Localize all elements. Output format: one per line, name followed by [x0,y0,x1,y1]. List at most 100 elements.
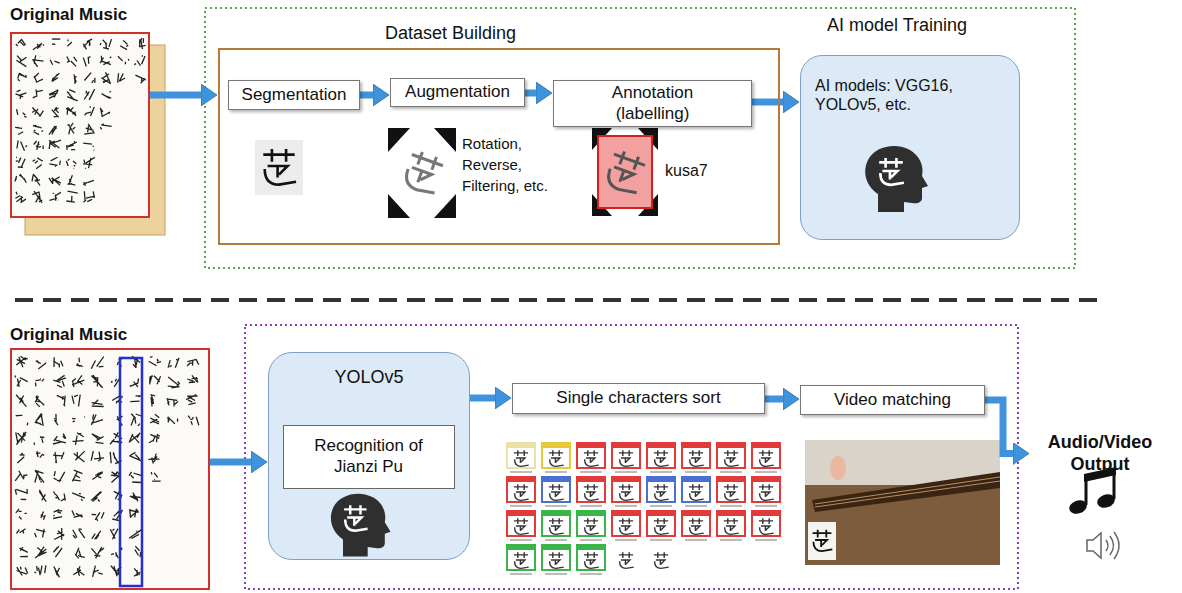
process-box: Recognition of Jianzi Pu [283,425,455,489]
thumbnail-character [689,518,704,534]
thumbnail-frame [717,443,745,468]
thumbnail-caption [650,471,672,473]
box-label: Single characters sort [556,388,720,408]
thumbnail-band [577,477,605,482]
thumbnail-caption [615,505,637,507]
audio-icon [1067,467,1119,559]
thumbnail-caption [615,471,637,473]
thumbnail-caption [510,573,532,575]
thumbnail-character [514,518,529,534]
thumbnail-character [549,450,564,466]
thumbnail-band [717,511,745,516]
score-frame: Original Music [10,348,210,590]
head-character [344,505,367,530]
thumbnail-band [612,511,640,516]
thumbnail-caption [580,505,602,507]
thumbnail-character [619,484,634,500]
thumbnail-frame [577,545,605,570]
annotated-character [592,128,658,216]
thumbnail-character [549,484,564,500]
thumbnail-character [619,450,634,466]
annotation-note: kusa7 [665,160,725,182]
player-hand [830,456,846,480]
thumbnail-caption [510,505,532,507]
flow-arrow [360,92,373,99]
box-label: Annotation (labelling) [598,83,708,124]
thumbnail-caption [650,505,672,507]
thumbnail-band [752,511,780,516]
box-label: Augmentation [405,82,510,102]
thumbnail-band [682,511,710,516]
thumbnail-frame [717,477,745,502]
thumbnail-frame [577,511,605,536]
character-card [808,522,836,560]
flow-arrow [470,395,495,402]
thumbnail-band [577,443,605,448]
box-heading: Original Music [10,5,127,25]
box-heading: Dataset Building [385,23,516,45]
thumbnail-frame [507,545,535,570]
thumbnail-character [689,450,704,466]
score-image [10,348,210,590]
flow-arrow [985,400,1013,454]
thumbnail-frame [647,511,675,536]
score-image [10,32,165,235]
box-heading: Original Music [10,325,127,345]
thumbnail-caption [755,505,777,507]
score-page [10,348,210,590]
thumbnail-caption [580,539,602,541]
section-separator [15,298,1100,302]
character-strokes [401,149,446,196]
thumbnail-band [647,511,675,516]
flow-arrow [210,459,251,466]
thumbnail-frame [542,443,570,468]
box-label: Recognition of Jianzi Pu [299,436,439,477]
thumbnail-frame [717,511,745,536]
thumbnail-frame [577,477,605,502]
thumbnail-caption [545,573,567,575]
model-box: AI model TrainingAI models: VGG16, YOLOv… [800,55,1020,240]
recognition-group-outline [245,325,1018,589]
thumbnail-frame [682,477,710,502]
thumbnail-frame [612,477,640,502]
thumbnail-band [717,443,745,448]
flow-arrow [525,90,536,97]
thumbnail-character [549,518,564,534]
thumbnail-character [689,484,704,500]
head-silhouette [865,146,928,212]
thumbnail-frame [507,477,535,502]
thumbnail-caption [720,505,742,507]
thumbnail-frame [542,511,570,536]
thumbnail-band [542,477,570,482]
thumbnail-character [514,450,529,466]
thumbnail-caption [510,471,532,473]
thumbnail-band [542,545,570,550]
box-heading: AI model Training [827,15,967,37]
thumbnail-caption [545,539,567,541]
thumbnail-character [584,518,599,534]
character-strokes [813,530,833,551]
thumbnail-frame [612,511,640,536]
thumbnail-caption [510,539,532,541]
highlight-column [120,358,142,586]
thumbnail-character [549,552,564,568]
dataset-group-outline [205,8,1075,268]
thumbnail-band [717,477,745,482]
thumbnail-frame [752,511,780,536]
thumbnail-character [724,484,739,500]
thumbnail-band [647,443,675,448]
thumbnail-frame [647,443,675,468]
thumbnail-character [619,518,634,534]
thumbnail-frame [542,477,570,502]
thumbnail-frame [542,545,570,570]
character-thumbnails [507,443,780,575]
score-characters [15,38,146,203]
thumbnail-caption [615,539,637,541]
segmented-character [255,140,303,195]
thumbnail-frame [577,443,605,468]
thumbnail-caption [650,539,672,541]
box-label: Audio/Video Output [1040,432,1160,475]
thumbnail-character [584,484,599,500]
